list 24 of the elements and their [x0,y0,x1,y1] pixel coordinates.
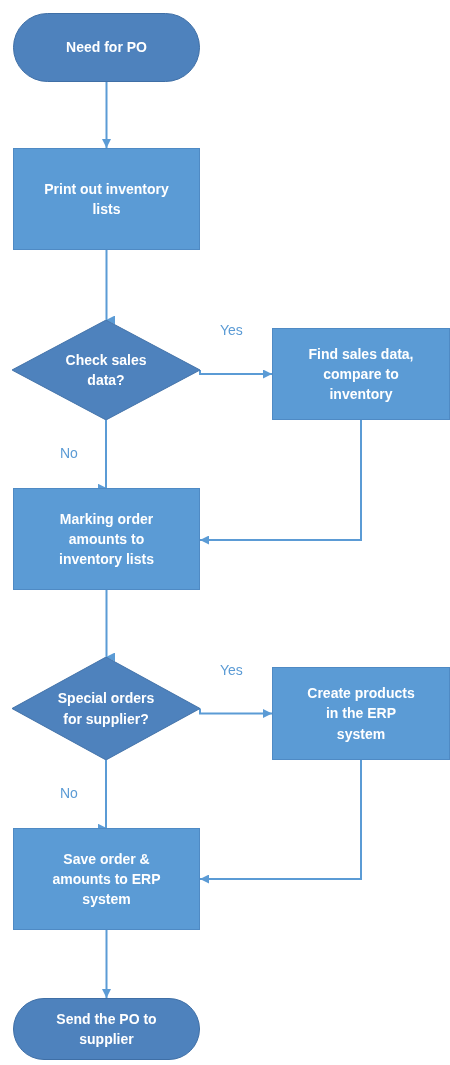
process-box [13,148,200,250]
arrow [199,707,273,718]
arrow [102,929,111,999]
process-box [13,488,200,590]
node-label: Find sales data, compare to inventory [307,344,415,405]
node-label: Create products in the ERP system [306,684,416,744]
node-label: Need for PO [66,38,147,58]
node-label: Marking order amounts to inventory lists [58,509,155,570]
arrow [105,249,115,325]
node-label: Send the PO to supplier [55,1009,158,1049]
arrow [105,589,115,662]
arrow [102,81,111,149]
node-label: Print out inventory lists [44,179,169,219]
node-label: Save order & amounts to ERP system [51,849,162,910]
node-label: Special orders for supplier? [56,689,156,729]
process-box [13,828,200,930]
arrow [199,419,362,545]
arrow [199,369,273,379]
process-box [272,667,450,760]
decision-diamond [12,657,200,760]
node-label: Check sales data? [64,350,148,390]
process-box [272,328,450,420]
arrow [199,759,362,884]
decision-diamond [12,320,200,420]
